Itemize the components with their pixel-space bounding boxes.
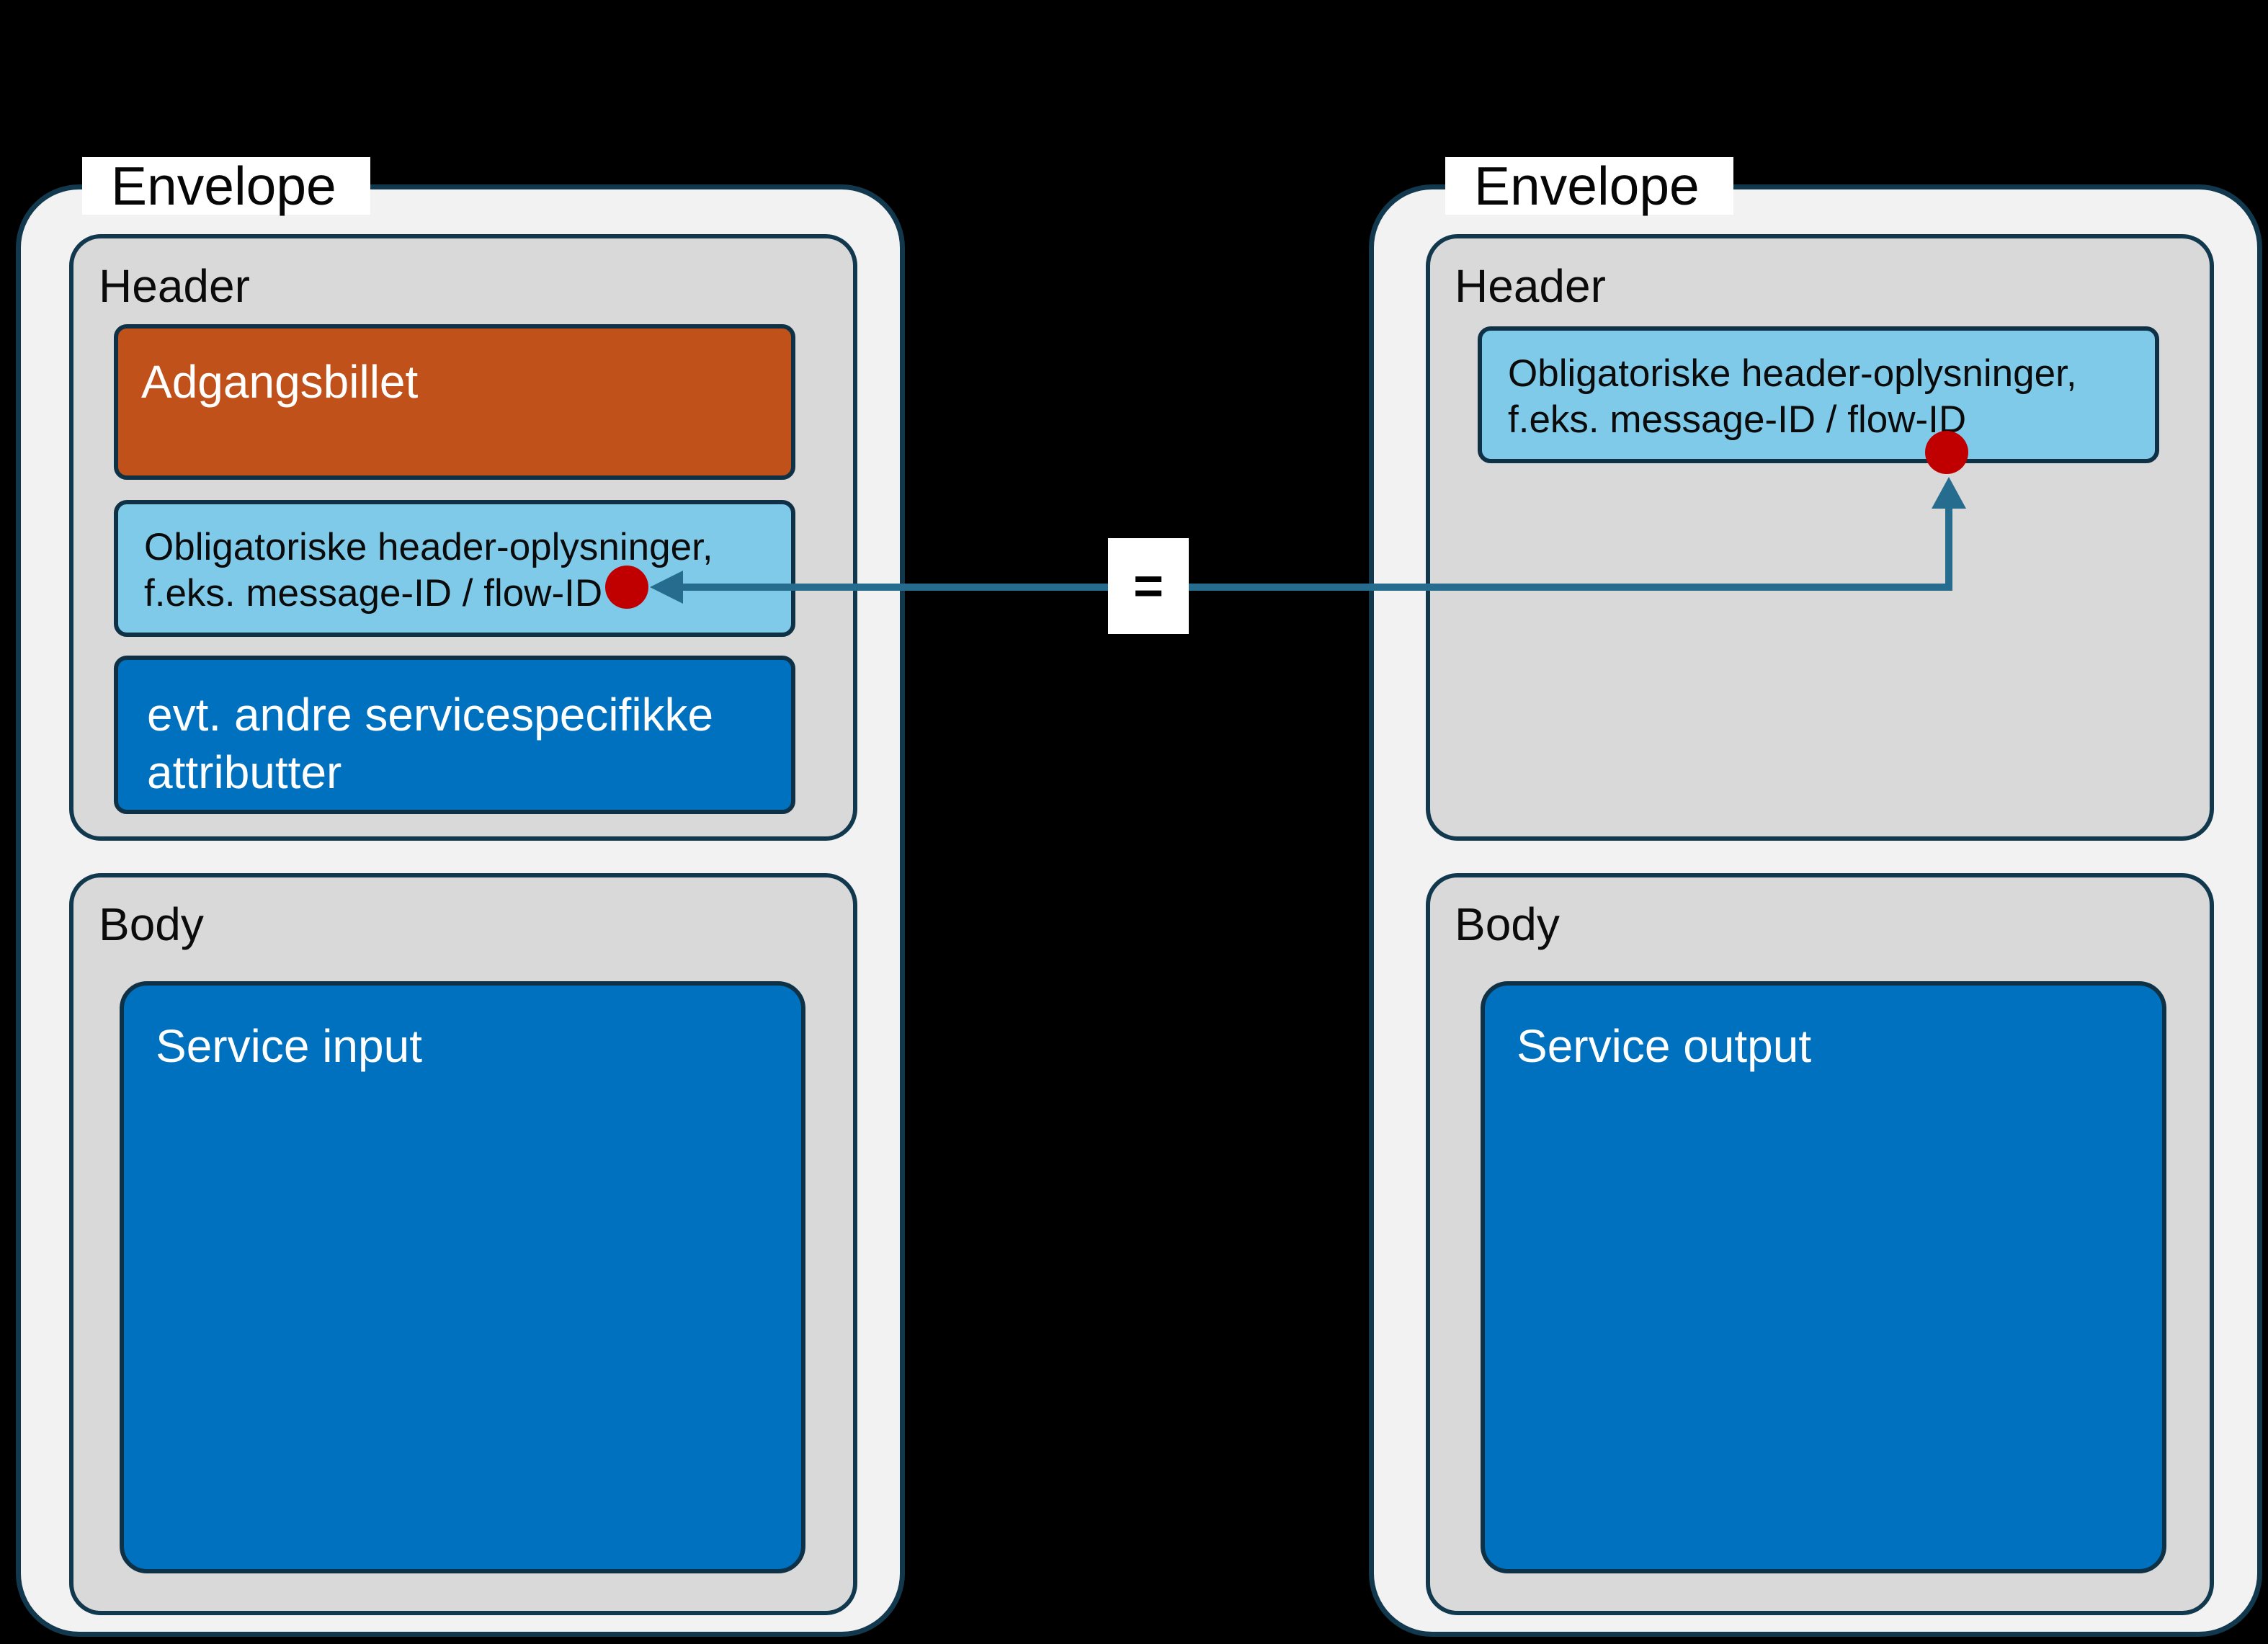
header-section-label: Header	[1455, 260, 1606, 312]
body-section-label: Body	[1455, 898, 1560, 950]
header-section-response	[1426, 234, 2214, 841]
service-output-box: Service output	[1481, 981, 2166, 1573]
flow-id-marker-request-icon	[605, 566, 648, 609]
envelope-label-response: Envelope	[1445, 157, 1733, 215]
access-ticket-box: Adgangsbillet	[114, 324, 795, 480]
service-specific-attributes-box: evt. andre servicespecifikke attributter	[114, 656, 795, 814]
mandatory-header-box-response: Obligatoriske header-oplysninger, f.eks.…	[1478, 326, 2159, 463]
service-input-box: Service input	[120, 981, 805, 1573]
body-section-label: Body	[99, 898, 204, 950]
header-section-label: Header	[99, 260, 250, 312]
envelope-label-request: Envelope	[82, 157, 370, 215]
mandatory-header-box-request: Obligatoriske header-oplysninger, f.eks.…	[114, 500, 795, 637]
equals-badge: =	[1108, 538, 1189, 634]
flow-id-marker-response-icon	[1925, 431, 1968, 474]
